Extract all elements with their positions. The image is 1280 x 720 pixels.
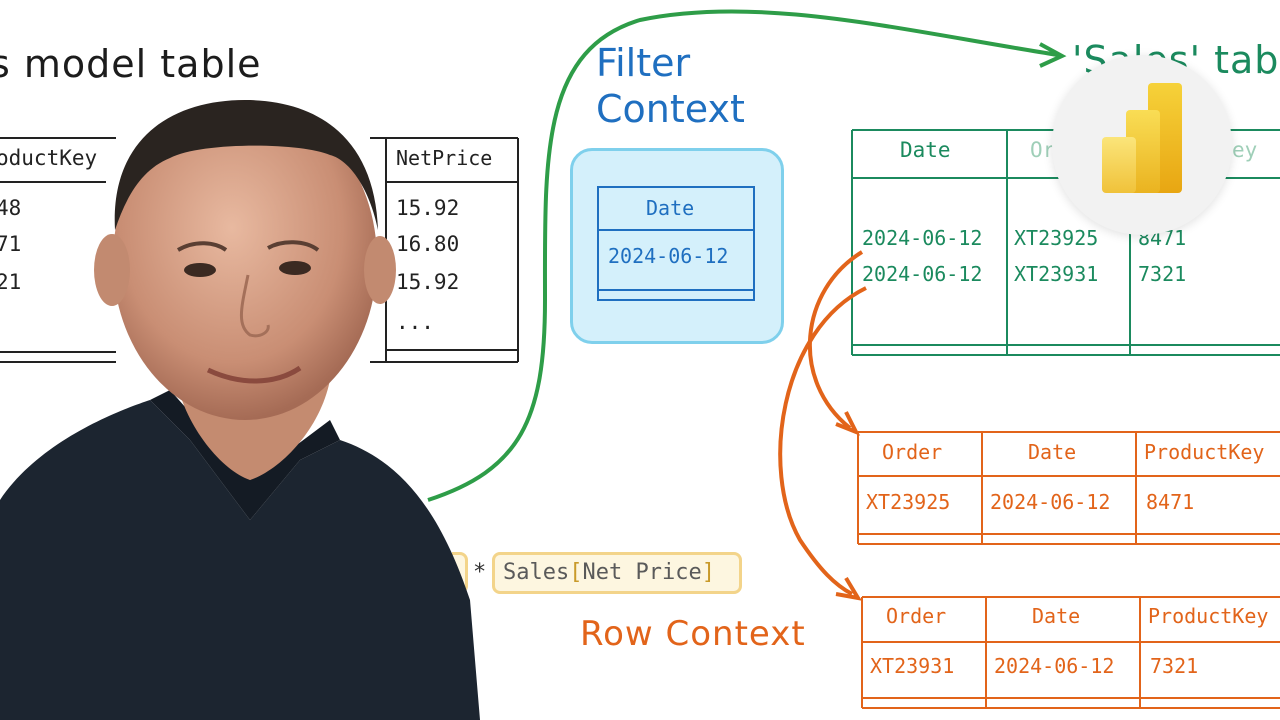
model-table-title: s model table <box>0 42 262 86</box>
model-col2-header: NetPrice <box>396 146 493 170</box>
sales-row2-date: 2024-06-12 <box>862 262 983 286</box>
row2-header-order: Order <box>886 604 947 628</box>
formula-table: Sales <box>503 560 570 585</box>
filter-table-value: 2024-06-12 <box>608 244 729 268</box>
model-col2-value: 16.80 <box>396 232 460 256</box>
row1-productkey: 8471 <box>1146 490 1195 514</box>
sales-header-date: Date <box>900 138 951 162</box>
model-col2-value: 15.92 <box>396 196 460 220</box>
filter-context-title-line2: Context <box>596 87 745 131</box>
sales-header-order: Or <box>1030 138 1056 162</box>
sales-row2-productkey: 7321 <box>1138 262 1187 286</box>
row2-productkey: 7321 <box>1150 654 1199 678</box>
formula-box: Sales[Net Price] <box>492 552 742 594</box>
model-col2-value: ... <box>396 310 434 334</box>
sales-header-productkey: ey <box>1232 138 1258 162</box>
row2-header-productkey: ProductKey <box>1148 604 1269 628</box>
model-col1-value: 71 <box>0 232 22 256</box>
sales-row1-order: XT23925 <box>1014 226 1099 250</box>
formula-open-bracket: [ <box>569 560 583 585</box>
model-col1-value: 48 <box>0 196 22 220</box>
filter-context-title-line1: Filter <box>596 41 691 85</box>
presenter-photo <box>0 100 480 720</box>
row1-order: XT23925 <box>866 490 951 514</box>
power-bi-logo-icon <box>1102 83 1182 193</box>
sales-row1-date: 2024-06-12 <box>862 226 983 250</box>
row1-date: 2024-06-12 <box>990 490 1111 514</box>
power-bi-logo-icon <box>1052 55 1232 235</box>
filter-context-title: Filter Context <box>596 40 745 132</box>
model-col2-value: 15.92 <box>396 270 460 294</box>
model-col1-header: oductKey <box>0 146 98 170</box>
filter-table-header: Date <box>646 196 695 220</box>
formula-close-bracket: ] <box>701 560 715 585</box>
row1-header-productkey: ProductKey <box>1144 440 1265 464</box>
row-context-title: Row Context <box>580 614 806 654</box>
row1-header-order: Order <box>882 440 943 464</box>
formula-operator: * <box>473 560 487 585</box>
row2-order: XT23931 <box>870 654 955 678</box>
row1-header-date: Date <box>1028 440 1077 464</box>
formula-column: Net Price <box>582 560 702 585</box>
row2-date: 2024-06-12 <box>994 654 1115 678</box>
sales-row2-order: XT23931 <box>1014 262 1099 286</box>
model-col1-value: 21 <box>0 270 22 294</box>
row2-header-date: Date <box>1032 604 1081 628</box>
